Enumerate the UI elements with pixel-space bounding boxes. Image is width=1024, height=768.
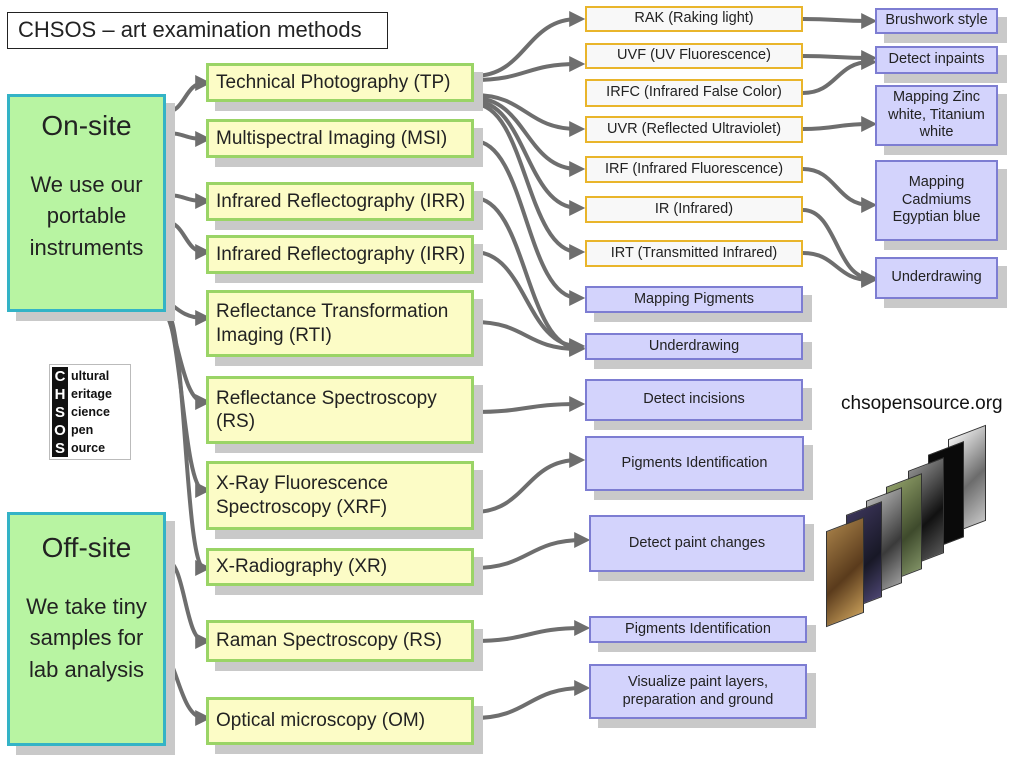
method-infrared-reflectography-2: Infrared Reflectography (IRR) [206, 235, 474, 274]
connector-arrow [472, 139, 586, 306]
result-mapping-zinc-titanium: Mapping Zinc white, Titanium white [875, 85, 998, 146]
connector-arrow [472, 250, 586, 354]
connector-arrow [164, 220, 212, 260]
result-underdrawing-right: Underdrawing [875, 257, 998, 299]
technique-irt: IRT (Transmitted Infrared) [585, 240, 803, 267]
method-infrared-reflectography-1: Infrared Reflectography (IRR) [206, 182, 474, 221]
logo-letter: C [54, 367, 66, 385]
connector-arrow [164, 130, 212, 147]
method-multispectral-imaging: Multispectral Imaging (MSI) [206, 119, 474, 158]
result-visualize-paint-layers: Visualize paint layers, preparation and … [589, 664, 807, 719]
logo-word: ultural [71, 369, 110, 383]
logo-word: pen [71, 423, 94, 437]
result-pigments-identification-raman: Pigments Identification [589, 616, 807, 643]
offsite-subtitle: We take tiny samples for lab analysis [26, 594, 147, 682]
offsite-box: Off-site We take tiny samples for lab an… [7, 512, 166, 746]
connector-arrow [164, 75, 212, 114]
result-detect-paint-changes: Detect paint changes [589, 515, 805, 572]
method-rti: Reflectance Transformation Imaging (RTI) [206, 290, 474, 357]
offsite-heading: Off-site [41, 532, 132, 563]
onsite-box: On-site We use our portable instruments [7, 94, 166, 312]
method-raman-spectroscopy: Raman Spectroscopy (RS) [206, 620, 474, 662]
logo-letter: S [54, 439, 65, 457]
technique-irfc: IRFC (Infrared False Color) [585, 79, 803, 107]
connector-arrow [801, 208, 878, 286]
connector-arrow [801, 167, 878, 213]
connector-arrow [472, 99, 586, 216]
method-optical-microscopy: Optical microscopy (OM) [206, 697, 474, 745]
connector-arrow [472, 11, 586, 78]
result-mapping-cadmiums: Mapping Cadmiums Egyptian blue [875, 160, 998, 241]
connector-arrow [801, 54, 878, 95]
connector-arrow [472, 93, 586, 137]
logo-letter: O [54, 421, 66, 439]
technique-uvf: UVF (UV Fluorescence) [585, 43, 803, 69]
technique-rak: RAK (Raking light) [585, 6, 803, 32]
result-mapping-pigments: Mapping Pigments [585, 286, 803, 313]
connector-arrow [164, 558, 212, 649]
logo-letter: H [54, 385, 66, 403]
connector-arrow [801, 12, 878, 29]
connector-arrow [472, 680, 591, 720]
result-pigments-identification: Pigments Identification [585, 436, 804, 491]
connector-arrow [472, 56, 586, 82]
connector-arrow [472, 102, 586, 260]
connector-arrow [472, 452, 586, 514]
connector-arrow [472, 320, 586, 357]
logo-word: ource [71, 441, 106, 455]
method-xrf: X-Ray Fluorescence Spectroscopy (XRF) [206, 461, 474, 530]
connector-arrow [472, 532, 591, 570]
logo-black-bar [52, 367, 68, 457]
connector-arrow [472, 620, 591, 643]
diagram-title: CHSOS – art examination methods [7, 12, 388, 49]
logo-word: eritage [71, 387, 112, 401]
method-x-radiography: X-Radiography (XR) [206, 548, 474, 586]
result-brushwork-style: Brushwork style [875, 8, 998, 34]
connector-arrow [801, 116, 878, 133]
onsite-subtitle: We use our portable instruments [29, 172, 144, 260]
onsite-heading: On-site [41, 110, 132, 141]
technique-uvr: UVR (Reflected Ultraviolet) [585, 116, 803, 143]
painting-layer-image [826, 516, 864, 628]
connector-arrow [472, 396, 586, 414]
logo-word: cience [71, 405, 110, 419]
connector-arrow [164, 310, 212, 576]
connector-arrow [472, 96, 586, 177]
result-underdrawing: Underdrawing [585, 333, 803, 360]
connector-arrow [164, 192, 212, 209]
result-detect-inpaints: Detect inpaints [875, 46, 998, 74]
method-reflectance-spectroscopy: Reflectance Spectroscopy (RS) [206, 376, 474, 444]
logo-letter: S [54, 403, 65, 421]
method-technical-photography: Technical Photography (TP) [206, 63, 474, 102]
technique-irf: IRF (Infrared Fluorescence) [585, 156, 803, 183]
website-url: chsopensource.org [841, 393, 1003, 414]
connector-arrow [801, 251, 878, 288]
result-detect-incisions: Detect incisions [585, 379, 803, 421]
technique-ir: IR (Infrared) [585, 196, 803, 223]
connector-arrow [801, 49, 878, 66]
